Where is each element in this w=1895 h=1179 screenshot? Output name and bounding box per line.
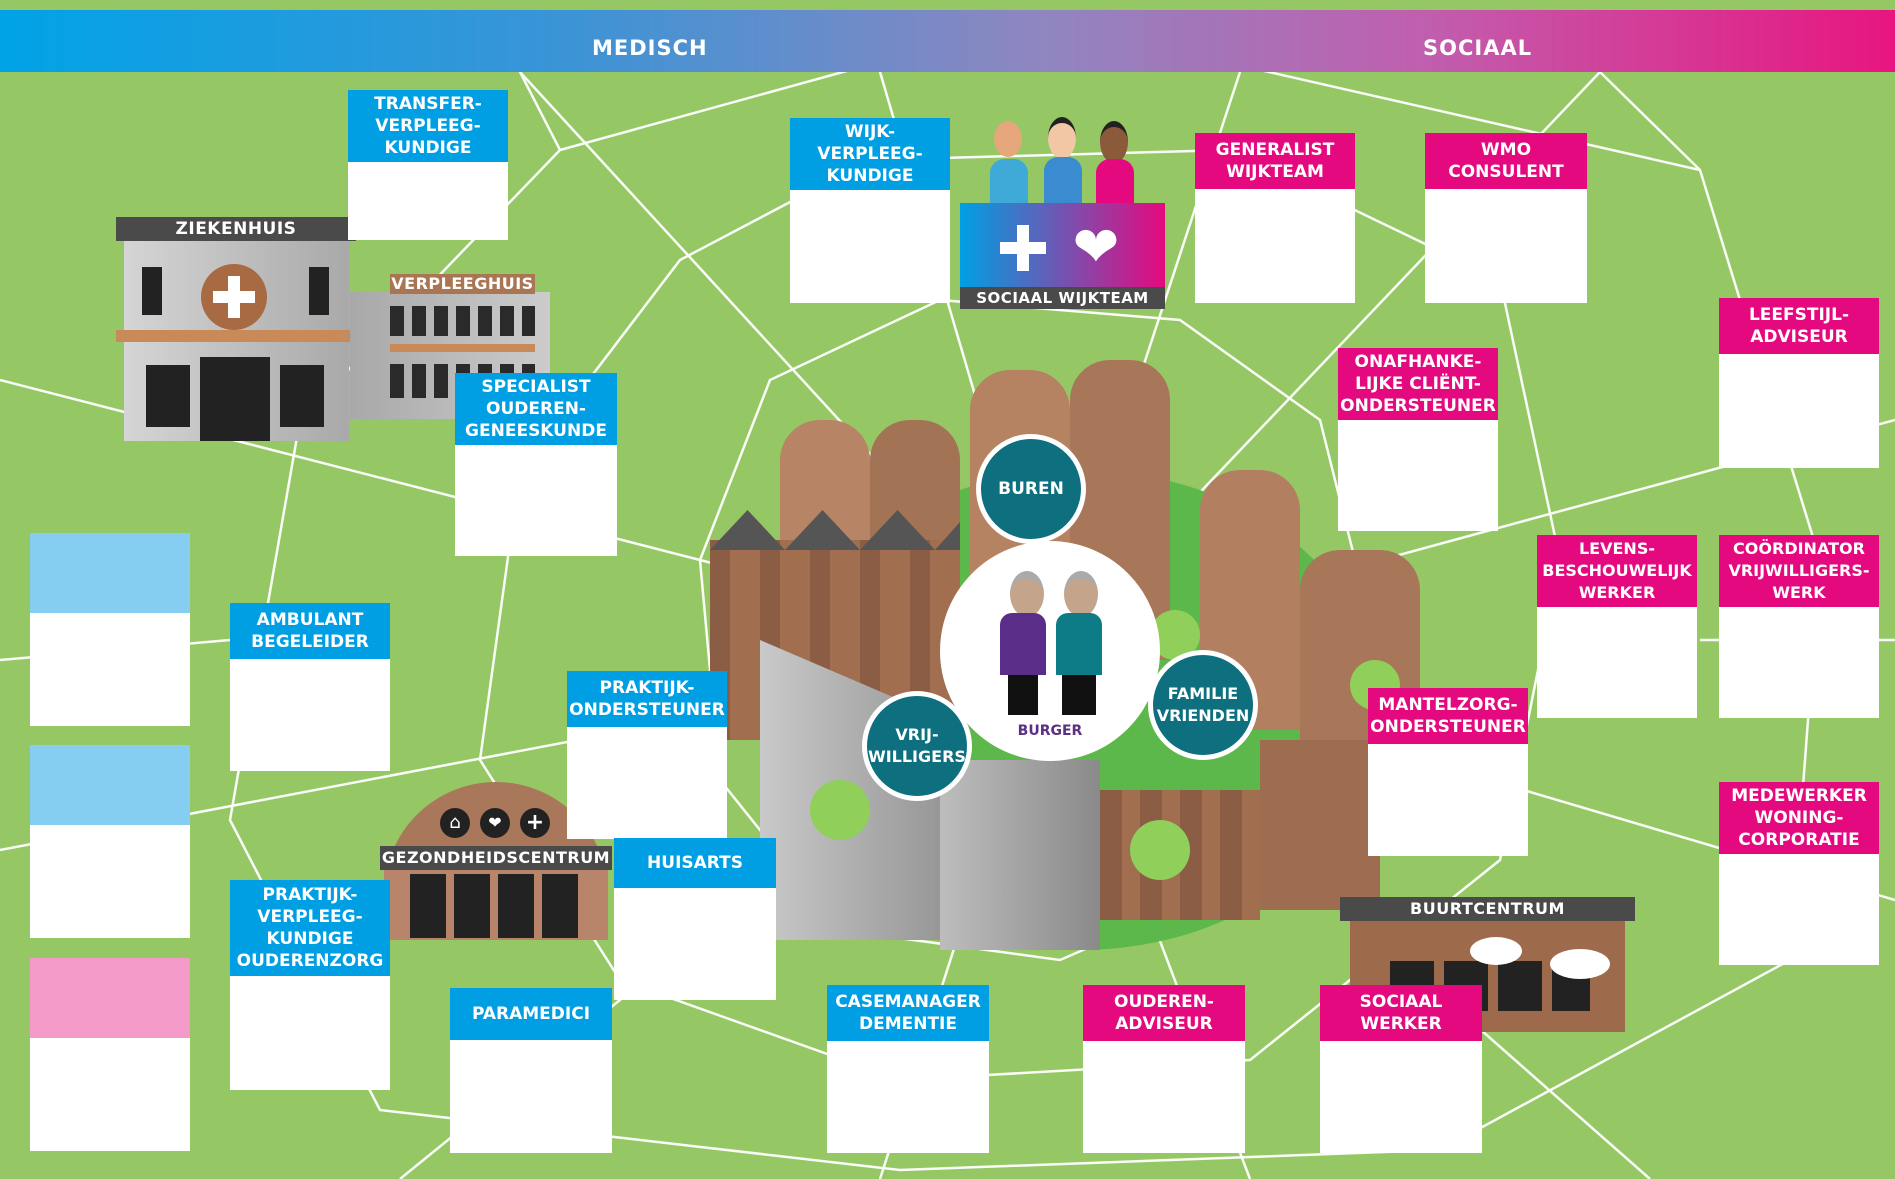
burger-circle: BURGER	[940, 541, 1160, 761]
entrance-door	[200, 357, 270, 441]
ziekenhuis-building: ZIEKENHUIS	[116, 217, 356, 442]
window	[280, 365, 324, 427]
familie-vrienden-circle: FAMILIE VRIENDEN	[1148, 650, 1258, 760]
verpleeghuis-sign: VERPLEEGHUIS	[390, 274, 535, 294]
card-casemanager-dementie: CASEMANAGER DEMENTIE	[827, 985, 989, 1153]
ziekenhuis-stripe	[116, 330, 356, 342]
vrijwilligers-circle: VRIJ- WILLIGERS	[862, 691, 972, 801]
medisch-label: MEDISCH	[592, 36, 708, 60]
verpleeghuis-stripe	[390, 344, 535, 352]
buurtcentrum-sign: BUURTCENTRUM	[1340, 897, 1635, 921]
elderly-couple-icon	[990, 571, 1110, 721]
card-onafhankelijke-clientondersteuner: ONAFHANKE- LIJKE CLIËNT- ONDERSTEUNER	[1338, 348, 1498, 531]
gezondheidscentrum-building: ⌂ ❤ + GEZONDHEIDSCENTRUM	[380, 782, 612, 942]
gezondheidscentrum-sign: GEZONDHEIDSCENTRUM	[380, 846, 612, 870]
card-ambulant-begeleider: AMBULANT BEGELEIDER	[230, 603, 390, 771]
speech-bubble-icon	[1470, 937, 1522, 965]
window	[309, 267, 329, 315]
home-icon: ⌂	[440, 808, 470, 838]
medical-social-gradient-bar: MEDISCH SOCIAAL	[0, 10, 1895, 72]
card-medewerker-woningcorporatie: MEDEWERKER WONING- CORPORATIE	[1719, 782, 1879, 965]
people-icon	[990, 115, 1140, 207]
tree-icon	[1130, 820, 1190, 880]
card-sociaal-werker: SOCIAAL WERKER	[1320, 985, 1482, 1153]
window-row	[410, 874, 580, 938]
card-ouderenadviseur: OUDEREN- ADVISEUR	[1083, 985, 1245, 1153]
card-praktijkverpleegkundige-ouderenzorg: PRAKTIJK- VERPLEEG- KUNDIGE OUDERENZORG	[230, 880, 390, 1090]
card-levensbeschouwelijk-werker: LEVENS- BESCHOUWELIJK WERKER	[1537, 535, 1697, 718]
card-empty-3	[30, 958, 190, 1151]
sociaal-label: SOCIAAL	[1423, 36, 1533, 60]
card-generalist-wijkteam: GENERALIST WIJKTEAM	[1195, 133, 1355, 303]
card-empty-2	[30, 745, 190, 938]
medical-cross-icon	[1000, 225, 1046, 271]
card-huisarts: HUISARTS	[614, 838, 776, 1000]
heart-icon: ❤	[1072, 215, 1120, 280]
wijkteam-banner: ❤	[960, 203, 1165, 287]
window	[146, 365, 190, 427]
burger-label: BURGER	[1017, 723, 1083, 739]
sociaal-wijkteam-sign: SOCIAAL WIJKTEAM	[960, 287, 1165, 309]
tree-icon	[810, 780, 870, 840]
hospital-cross-icon	[201, 264, 267, 330]
card-wijkverpleegkundige: WIJK- VERPLEEG- KUNDIGE	[790, 118, 950, 303]
card-wmo-consulent: WMO CONSULENT	[1425, 133, 1587, 303]
window	[142, 267, 162, 315]
buren-circle: BUREN	[976, 434, 1086, 544]
card-transfer-verpleegkundige: TRANSFER- VERPLEEG- KUNDIGE	[348, 90, 508, 240]
ziekenhuis-sign: ZIEKENHUIS	[116, 217, 356, 241]
plus-icon: +	[520, 808, 550, 838]
speech-bubble-icon	[1550, 949, 1610, 979]
card-paramedici: PARAMEDICI	[450, 988, 612, 1153]
window-row	[390, 306, 535, 336]
card-leefstijl-adviseur: LEEFSTIJL- ADVISEUR	[1719, 298, 1879, 468]
card-mantelzorgondersteuner: MANTELZORG- ONDERSTEUNER	[1368, 688, 1528, 856]
card-coordinator-vrijwilligerswerk: COÖRDINATOR VRIJWILLIGERS- WERK	[1719, 535, 1879, 718]
card-empty-1	[30, 533, 190, 726]
card-specialist-ouderengeneeskunde: SPECIALIST OUDEREN- GENEESKUNDE	[455, 373, 617, 556]
sociaal-wijkteam: ❤ SOCIAAL WIJKTEAM	[960, 115, 1165, 309]
heart-icon: ❤	[480, 808, 510, 838]
card-praktijkondersteuner: PRAKTIJK- ONDERSTEUNER	[567, 671, 727, 839]
